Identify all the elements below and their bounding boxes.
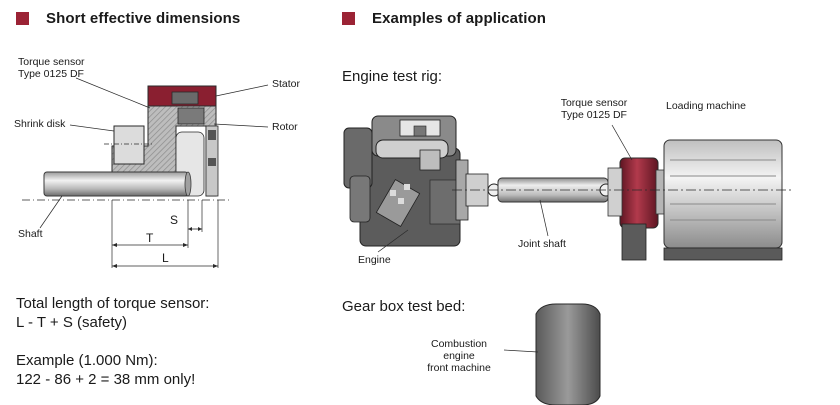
shrink-disk bbox=[113, 125, 145, 165]
engine-test-rig-heading: Engine test rig: bbox=[342, 68, 443, 85]
gear-box-heading: Gear box test bed: bbox=[342, 298, 466, 315]
label-stator: Stator bbox=[272, 78, 301, 90]
example-line2: 122 - 86 + 2 = 38 mm only! bbox=[16, 371, 196, 388]
label-torque-sensor-right-2: Type 0125 DF bbox=[561, 109, 627, 121]
section-marker-application bbox=[342, 12, 355, 25]
total-length-line2: L - T + S (safety) bbox=[16, 314, 128, 331]
combustion-engine-box bbox=[535, 303, 601, 405]
engine bbox=[343, 115, 469, 247]
section-title-application: Examples of application bbox=[372, 10, 547, 27]
label-engine: Engine bbox=[358, 254, 391, 266]
label-joint-shaft: Joint shaft bbox=[518, 238, 566, 250]
label-shrink-disk: Shrink disk bbox=[14, 118, 66, 130]
example-line1: Example (1.000 Nm): bbox=[16, 352, 158, 369]
label-dim-s: S bbox=[170, 213, 179, 227]
section-title-dimensions: Short effective dimensions bbox=[46, 10, 241, 27]
label-loading-machine: Loading machine bbox=[666, 100, 746, 112]
label-torque-sensor-left-2: Type 0125 DF bbox=[18, 68, 84, 80]
label-rotor: Rotor bbox=[272, 121, 298, 133]
label-torque-sensor-left-1: Torque sensor bbox=[18, 56, 85, 68]
label-combustion-1: Combustion bbox=[430, 338, 488, 350]
label-dim-t: T bbox=[146, 231, 154, 245]
label-torque-sensor-right-1: Torque sensor bbox=[560, 97, 628, 109]
total-length-line1: Total length of torque sensor: bbox=[16, 295, 210, 312]
section-marker-dimensions bbox=[16, 12, 29, 25]
label-combustion-3: front machine bbox=[427, 362, 491, 374]
label-combustion-2: engine bbox=[443, 350, 475, 362]
label-dim-l: L bbox=[162, 251, 169, 265]
label-shaft: Shaft bbox=[18, 228, 43, 240]
